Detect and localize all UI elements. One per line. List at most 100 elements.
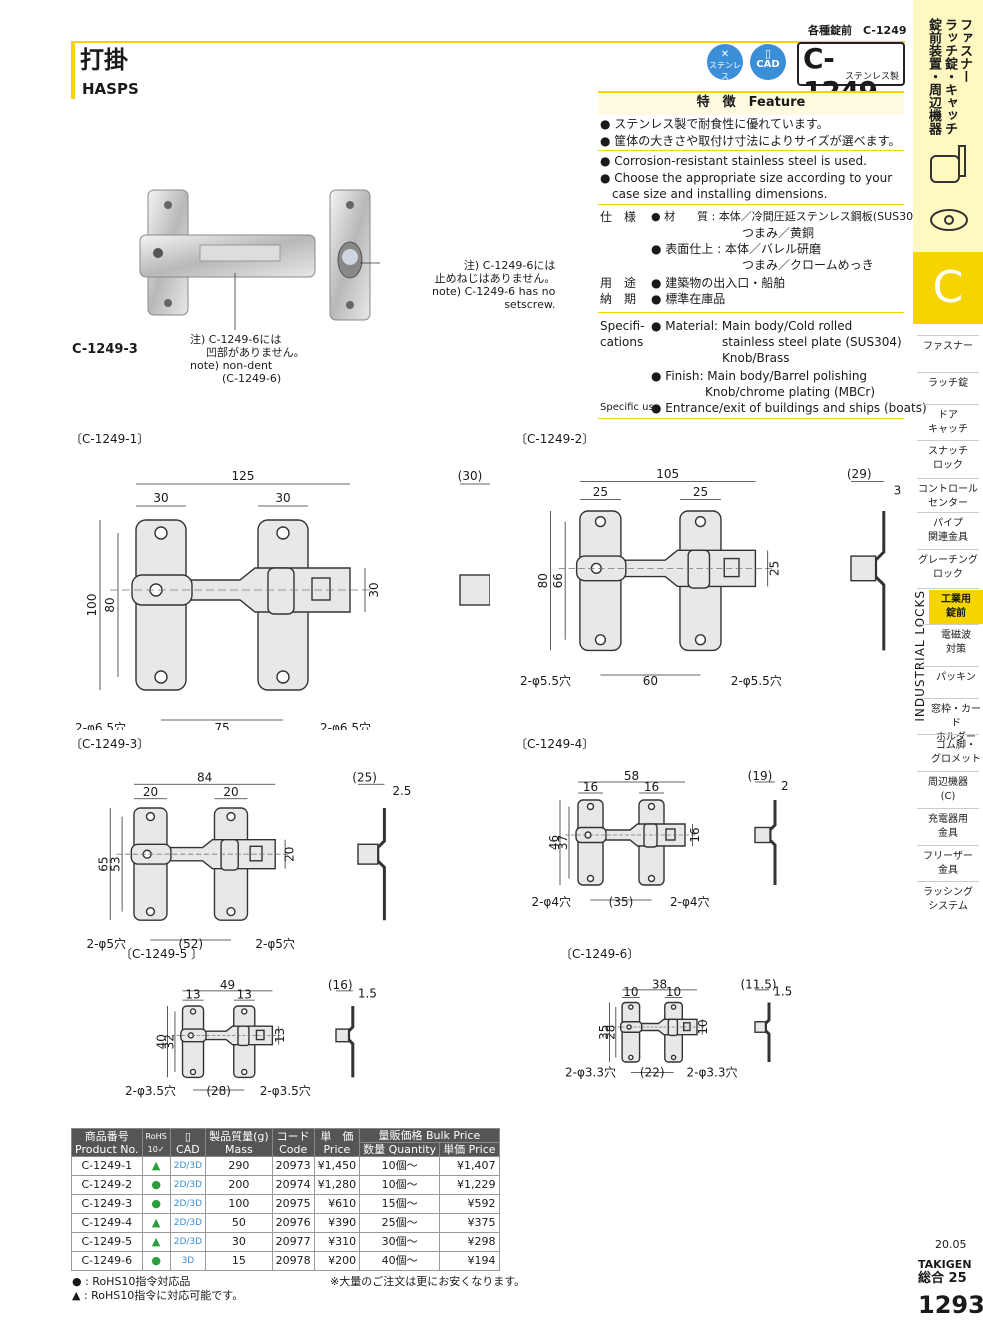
- dim-hole-right: 2-φ3.3穴: [687, 1065, 738, 1080]
- dim-width-left: 10: [623, 985, 638, 999]
- side-divider: [917, 335, 979, 336]
- cell-price: ¥390: [313, 1213, 361, 1233]
- dim-hole-right: 2-φ5穴: [255, 936, 295, 951]
- side-item-7[interactable]: 工業用 錠前: [929, 590, 983, 624]
- side-item-6[interactable]: グレーチング ロック: [918, 555, 978, 580]
- cell-product: C-1249-6: [71, 1251, 143, 1271]
- side-divider: [917, 698, 979, 699]
- side-vertical-1: ファスナー: [957, 18, 972, 83]
- th-bulk: 量販価格 Bulk Price: [359, 1128, 500, 1143]
- side-divider: [917, 808, 979, 809]
- dim-pitch: 60: [643, 674, 658, 688]
- th-mass: 製品質量(g)Mass: [205, 1128, 273, 1157]
- dim-overall: 105: [656, 467, 679, 481]
- side-item-12[interactable]: 周辺機器 (C): [928, 777, 968, 802]
- dim-height: 35: [597, 1025, 611, 1040]
- title-rule: [71, 41, 905, 43]
- dim-depth: (16): [328, 978, 353, 992]
- cell-code: 20973: [271, 1156, 315, 1176]
- dim-hole-left: 2-φ6.5穴: [75, 720, 126, 730]
- cell-qty: 25個～: [359, 1213, 441, 1233]
- side-item-13[interactable]: 充電器用 金具: [928, 814, 968, 839]
- side-item-11[interactable]: ゴム脚・ グロメット: [931, 740, 981, 765]
- sparkle-icon: ✕: [720, 49, 730, 60]
- spec-label: 仕 様: [600, 210, 637, 224]
- dim-depth: (11.5): [740, 978, 776, 992]
- side-item-3[interactable]: スナッチ ロック: [928, 446, 968, 471]
- cell-mass: 290: [205, 1156, 273, 1176]
- cell-code: 20976: [271, 1213, 315, 1233]
- cell-qty: 40個～: [359, 1251, 441, 1271]
- spec-material-jp-2: つまみ／黄銅: [742, 226, 815, 240]
- side-divider: [917, 845, 979, 846]
- delivery-label: 納 期: [600, 292, 637, 306]
- cad-badge: ▯ CAD: [750, 44, 786, 80]
- cell-product: C-1249-1: [71, 1156, 143, 1176]
- spec-material-jp-1: ● 材 質 : 本体／冷間圧延ステンレス鋼板(SUS304): [651, 210, 925, 223]
- feature-en-1: ● Corrosion-resistant stainless steel is…: [600, 154, 867, 168]
- dim-hole-left: 2-φ5穴: [86, 936, 126, 951]
- drawing-label-5: 〔C-1249-5 〕: [120, 947, 204, 961]
- dim-knob: 20: [283, 847, 297, 862]
- dim-width-right: 10: [666, 985, 681, 999]
- spec-material-en-2: stainless steel plate (SUS304): [722, 335, 902, 349]
- side-item-15[interactable]: ラッシング システム: [923, 887, 973, 912]
- dim-width-left: 16: [583, 780, 598, 794]
- dim-hole-left: 2-φ5.5穴: [520, 673, 571, 688]
- side-item-4[interactable]: コントロール センター: [918, 484, 978, 509]
- cell-mass: 50: [205, 1213, 273, 1233]
- cell-bulk: ¥194: [439, 1251, 500, 1271]
- dim-thickness: 3: [894, 484, 902, 498]
- dim-overall: 49: [220, 978, 235, 992]
- dim-hole-left: 2-φ3.5穴: [125, 1083, 176, 1098]
- cell-qty: 10個～: [359, 1156, 441, 1176]
- dim-hole-pitch: 37: [556, 835, 570, 850]
- spec-use-en-label: Specific use: [600, 402, 660, 413]
- cell-code: 20978: [271, 1251, 315, 1271]
- side-vertical-en: INDUSTRIAL LOCKS: [913, 590, 927, 722]
- dim-thickness: 1.5: [358, 987, 377, 1001]
- drawing-label-2: 〔C-1249-2〕: [515, 432, 595, 446]
- product-code-box: C-1249 ステンレス製: [797, 42, 905, 108]
- cell-rohs: ▲: [141, 1156, 171, 1176]
- stainless-badge-label: ステンレス: [709, 61, 741, 81]
- side-item-10[interactable]: 窓枠・カード ホルダー: [931, 704, 981, 743]
- side-item-2[interactable]: ドア キャッチ: [928, 410, 968, 435]
- th-unit: 単価 Price: [439, 1142, 500, 1157]
- feature-heading: 特 徴 Feature: [598, 91, 904, 115]
- cell-product: C-1249-4: [71, 1213, 143, 1233]
- spec-divider: [598, 204, 904, 205]
- side-item-9[interactable]: パッキン: [936, 672, 976, 683]
- side-item-8[interactable]: 電磁波 対策: [941, 630, 971, 655]
- cell-price: ¥1,280: [313, 1175, 361, 1195]
- side-item-14[interactable]: フリーザー 金具: [923, 851, 973, 876]
- spec-bottom-divider: [598, 418, 904, 419]
- document-icon: ▯: [764, 47, 772, 60]
- cell-rohs: ●: [141, 1251, 171, 1271]
- page-title-jp: 打掛: [80, 46, 128, 74]
- drawing-geometry: [550, 481, 772, 676]
- side-divider: [917, 734, 979, 735]
- dim-width-right: 13: [237, 987, 252, 1001]
- side-letter: C: [913, 252, 983, 324]
- side-item-1[interactable]: ラッチ錠: [928, 378, 968, 389]
- spec-material-en-3: Knob/Brass: [722, 351, 790, 365]
- cad-badge-label: CAD: [756, 59, 780, 70]
- drawing-label-3: 〔C-1249-3〕: [70, 737, 150, 751]
- stainless-badge: ✕ ステンレス: [707, 44, 743, 81]
- side-view: [754, 781, 777, 885]
- side-index: ファスナー ラッチ錠・キャッチ 錠前装置・周辺機器 C INDUSTRIAL L…: [913, 0, 983, 1339]
- use-label: 用 途: [600, 276, 637, 290]
- feature-en-2: ● Choose the appropriate size according …: [600, 171, 893, 185]
- photo-note-1: 注) C-1249-6には 凹部がありません。 note) non-dent (…: [190, 333, 305, 385]
- side-item-5[interactable]: パイプ 関連金具: [928, 518, 968, 543]
- side-item-0[interactable]: ファスナー: [923, 341, 973, 352]
